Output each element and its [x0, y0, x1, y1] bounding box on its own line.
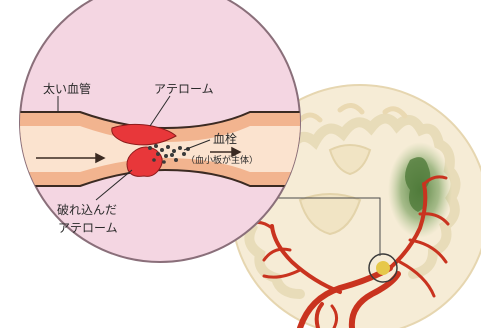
label-ruptured-atheroma-line2: アテローム	[58, 221, 118, 235]
label-atheroma: アテローム	[154, 82, 214, 96]
label-ruptured-atheroma-line1: 破れ込んだ	[57, 202, 117, 217]
occlusion-site	[376, 261, 390, 275]
label-large-vessel: 太い血管	[43, 81, 91, 96]
label-thrombus: 血栓	[213, 131, 237, 146]
label-thrombus-note: （血小板が主体）	[186, 154, 258, 166]
